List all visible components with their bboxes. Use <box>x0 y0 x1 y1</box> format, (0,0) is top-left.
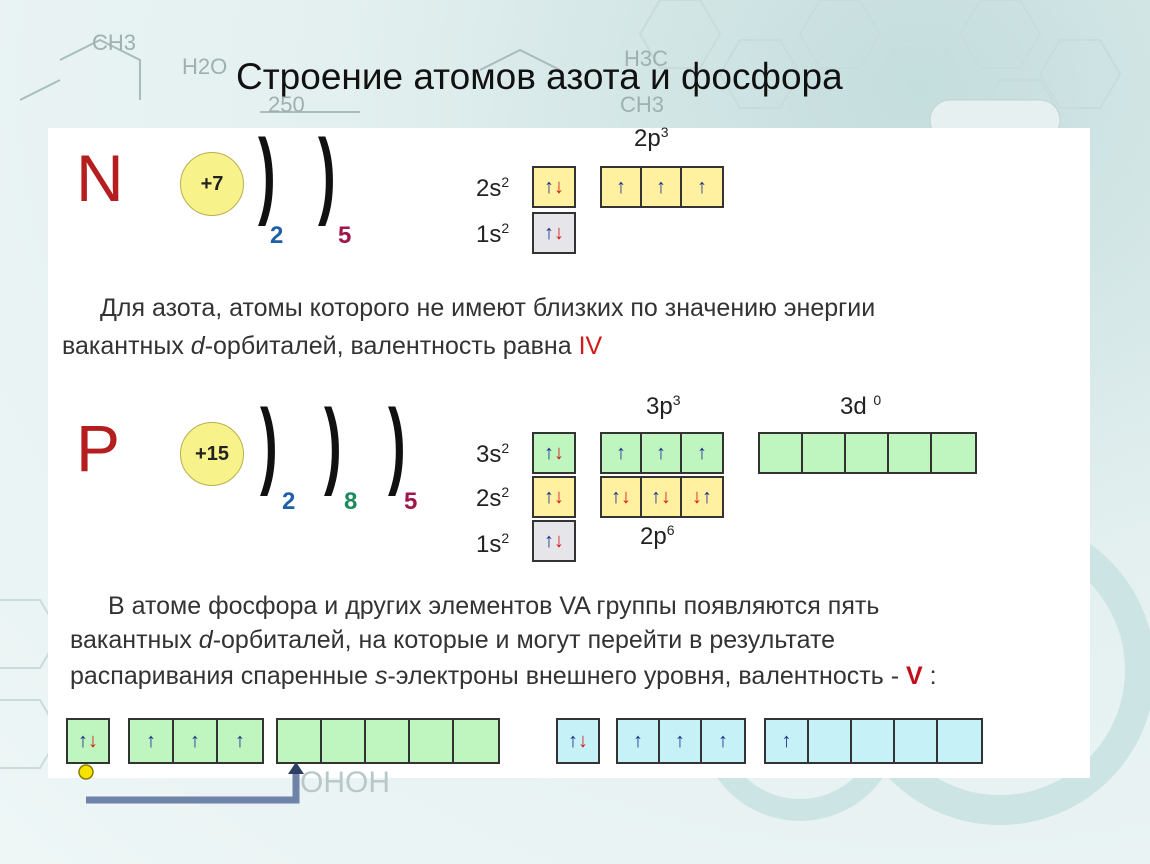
phosphorus-2p-label: 2p6 <box>640 522 675 550</box>
phosphorus-2s-orbital: ↑↓ <box>532 476 576 518</box>
orbital-cell-paired: ↑↓ <box>534 522 574 560</box>
phosphorus-shell-1: ) <box>260 390 278 497</box>
excited-3p-orbitals: ↑ ↑ ↑ <box>616 718 746 764</box>
nitrogen-text-line1: Для азота, атомы которого не имеют близк… <box>100 294 876 322</box>
orbital-cell-paired: ↑↓ <box>534 434 574 472</box>
orbital-cell-paired: ↑↓ <box>558 720 598 762</box>
orbital-cell-empty <box>938 720 981 762</box>
phosphorus-charge: +15 <box>195 442 229 465</box>
orbital-cell-up: ↑ <box>130 720 174 762</box>
orbital-cell-up: ↑ <box>642 434 682 472</box>
phosphorus-3p-orbitals: ↑ ↑ ↑ <box>600 432 724 474</box>
orbital-cell-empty <box>322 720 366 762</box>
electron-dot <box>78 764 94 780</box>
nitrogen-charge: +7 <box>200 172 224 195</box>
orbital-cell-empty <box>803 434 846 472</box>
transition-path <box>86 770 300 804</box>
excited-3d-orbitals: ↑ <box>764 718 983 764</box>
orbital-cell-paired: ↓↑ <box>682 478 722 516</box>
nitrogen-symbol: N <box>76 141 124 215</box>
orbital-cell-empty <box>895 720 938 762</box>
orbital-cell-empty <box>366 720 410 762</box>
orbital-cell-empty <box>278 720 322 762</box>
nitrogen-shell-1: ) <box>258 120 276 227</box>
phosphorus-2s-label: 2s2 <box>476 484 510 512</box>
orbital-cell-empty <box>809 720 852 762</box>
orbital-cell-up: ↑ <box>660 720 702 762</box>
orbital-cell-paired: ↑↓ <box>642 478 682 516</box>
orbital-cell-empty <box>454 720 498 762</box>
phosphorus-shell2-count: 8 <box>344 488 358 515</box>
phosphorus-3s-orbital: ↑↓ <box>532 432 576 474</box>
bg-number-250: 250 <box>268 92 305 117</box>
phosphorus-shell1-count: 2 <box>282 488 296 515</box>
orbital-cell-empty <box>889 434 932 472</box>
nitrogen-shell2-count: 5 <box>338 222 352 249</box>
nitrogen-shell1-count: 2 <box>270 222 284 249</box>
phosphorus-text-line3: распаривания спаренные s-электроны внешн… <box>70 662 937 690</box>
bg-formula-ohoh: OHOH <box>300 766 390 799</box>
orbital-cell-up: ↑ <box>702 720 744 762</box>
phosphorus-3d-orbitals <box>758 432 977 474</box>
bg-formula-ch3: CH3 <box>92 30 137 55</box>
phosphorus-1s-label: 1s2 <box>476 530 510 558</box>
orbital-cell-up: ↑ <box>766 720 809 762</box>
phosphorus-1s-orbital: ↑↓ <box>532 520 576 562</box>
electron-transition-arrow <box>78 762 304 804</box>
phosphorus-shell-3: ) <box>388 390 406 497</box>
ground-3p-orbitals: ↑ ↑ ↑ <box>128 718 264 764</box>
orbital-cell-empty <box>410 720 454 762</box>
orbital-cell-up: ↑ <box>602 434 642 472</box>
page-title: Строение атомов азота и фосфора <box>236 56 843 97</box>
orbital-cell-paired: ↑↓ <box>534 214 574 252</box>
phosphorus-text-line2: вакантных d-орбиталей, на которые и могу… <box>70 626 836 654</box>
orbital-cell-up: ↑ <box>602 168 642 206</box>
orbital-cell-up: ↑ <box>642 168 682 206</box>
phosphorus-3s-label: 3s2 <box>476 440 510 468</box>
ground-3s-orbital: ↑↓ <box>66 718 110 764</box>
nitrogen-2p-label: 2p3 <box>634 124 669 152</box>
phosphorus-3p-label: 3p3 <box>646 392 681 420</box>
nitrogen-2p-orbitals: ↑ ↑ ↑ <box>600 166 724 208</box>
nitrogen-2s-orbital: ↑↓ <box>532 166 576 208</box>
nitrogen-nucleus: +7 <box>180 152 244 216</box>
orbital-cell-paired: ↑↓ <box>68 720 108 762</box>
orbital-cell-up: ↑ <box>218 720 262 762</box>
excited-3s-orbital: ↑↓ <box>556 718 600 764</box>
phosphorus-shell-2: ) <box>324 390 342 497</box>
orbital-cell-up: ↑ <box>682 434 722 472</box>
nitrogen-text-line2: вакантных d-орбиталей, валентность равна… <box>62 332 603 360</box>
orbital-cell-paired: ↑↓ <box>602 478 642 516</box>
transition-arrowhead <box>288 762 304 774</box>
phosphorus-text-line1: В атоме фосфора и других элементов VA гр… <box>108 592 880 620</box>
nitrogen-1s-orbital: ↑↓ <box>532 212 576 254</box>
orbital-cell-up: ↑ <box>618 720 660 762</box>
phosphorus-shell3-count: 5 <box>404 488 418 515</box>
orbital-cell-up: ↑ <box>174 720 218 762</box>
phosphorus-3d-label: 3d 0 <box>840 392 882 420</box>
orbital-cell-empty <box>852 720 895 762</box>
orbital-cell-empty <box>932 434 975 472</box>
phosphorus-nucleus: +15 <box>180 422 244 486</box>
phosphorus-2p-orbitals: ↑↓ ↑↓ ↓↑ <box>600 476 724 518</box>
orbital-cell-empty <box>846 434 889 472</box>
orbital-cell-paired: ↑↓ <box>534 168 574 206</box>
orbital-cell-empty <box>760 434 803 472</box>
nitrogen-2s-label: 2s2 <box>476 174 510 202</box>
orbital-cell-paired: ↑↓ <box>534 478 574 516</box>
ground-3d-orbitals <box>276 718 500 764</box>
nitrogen-shell-2: ) <box>318 120 336 227</box>
nitrogen-1s-label: 1s2 <box>476 220 510 248</box>
bg-formula-h3c: H3C <box>624 46 669 71</box>
bg-formula-ch3-right: CH3 <box>620 92 665 117</box>
phosphorus-symbol: P <box>76 411 121 485</box>
bg-formula-h2o: H2O <box>182 54 228 79</box>
orbital-cell-up: ↑ <box>682 168 722 206</box>
